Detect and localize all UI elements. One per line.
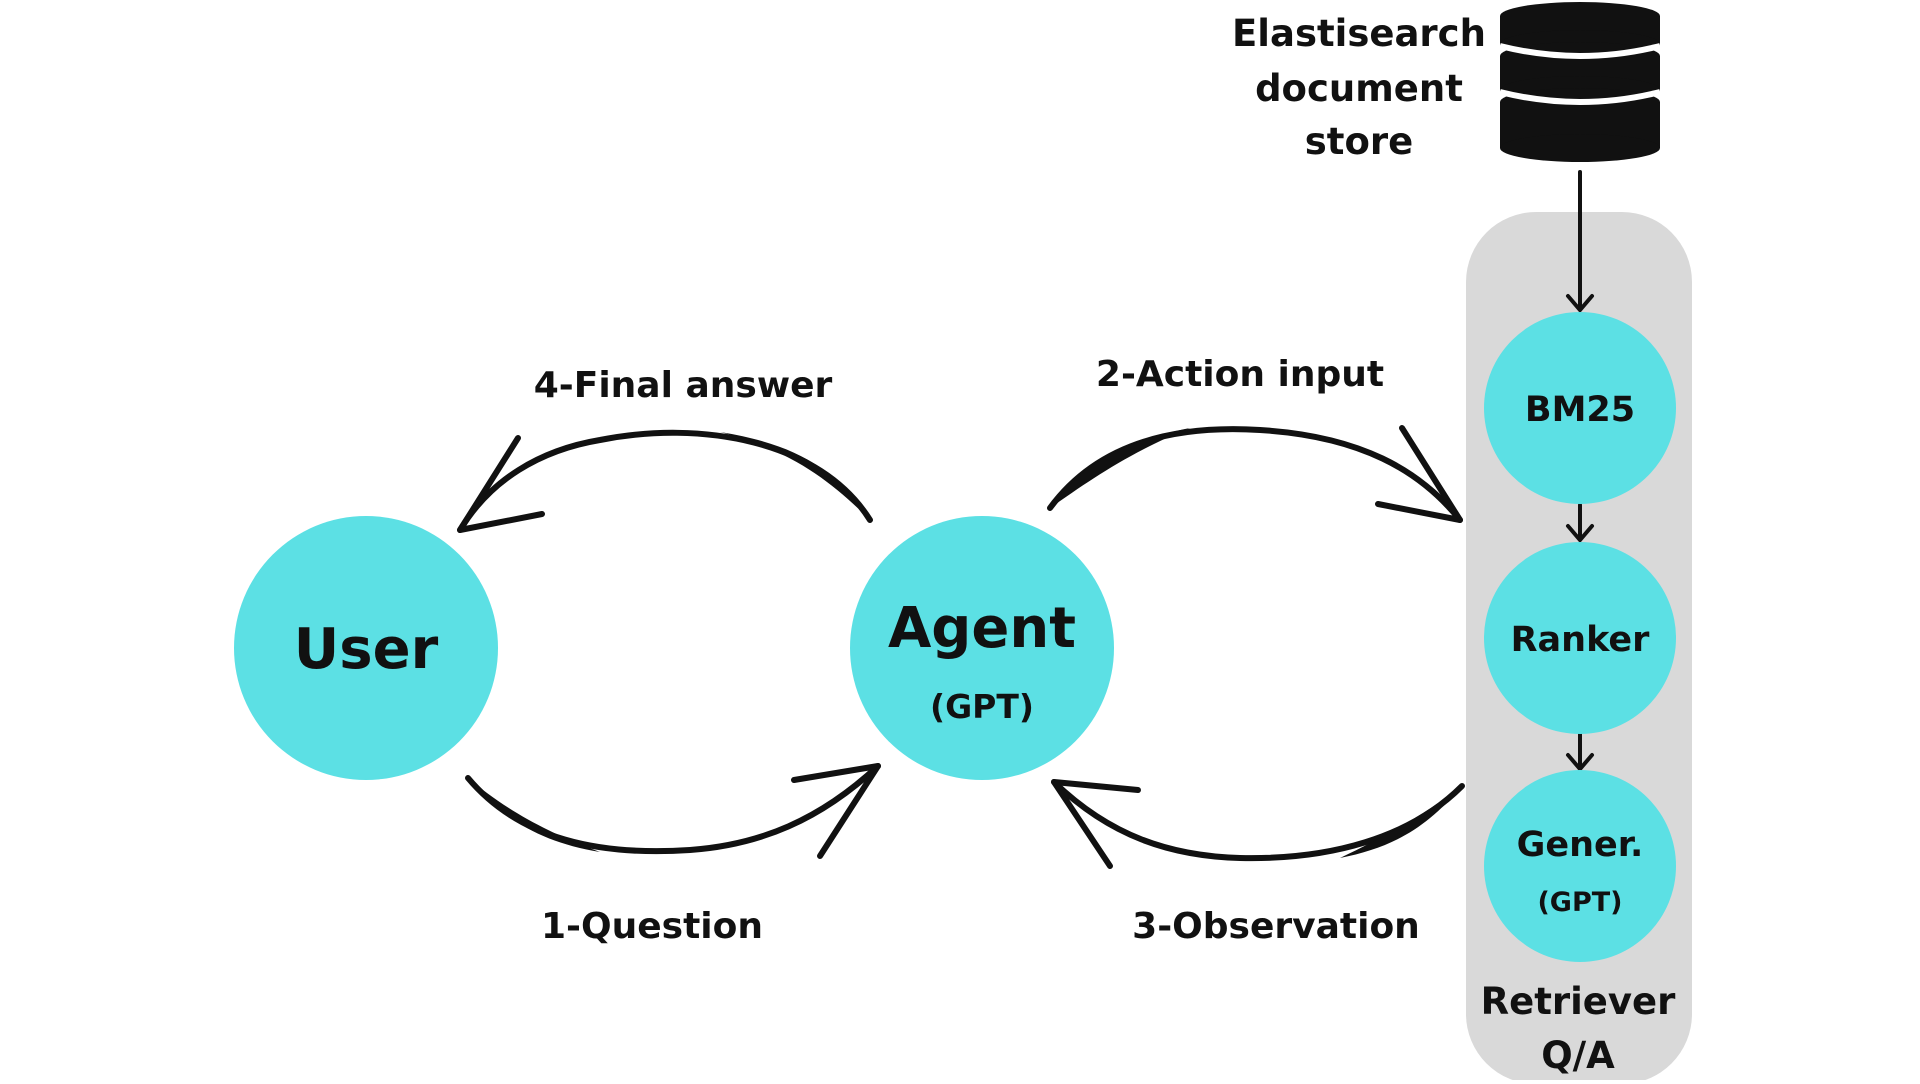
action-input-label: 2-Action input: [1096, 354, 1384, 395]
observation-label: 3-Observation: [1132, 906, 1420, 947]
arrow-observation: [1051, 779, 1465, 869]
arrow-action-input: [1047, 425, 1463, 523]
datastore-label-line-3: store: [1305, 120, 1413, 163]
question-label: 1-Question: [541, 906, 763, 947]
generator-node: [1484, 770, 1676, 962]
ranker-node: [1484, 542, 1676, 734]
agent-label: Agent: [888, 596, 1076, 661]
arrow-store-to-bm25: [1566, 170, 1594, 314]
user-label: User: [294, 617, 439, 682]
generator-label: Gener.: [1517, 825, 1644, 865]
generator-sublabel: (GPT): [1537, 887, 1622, 918]
arrow-bm25-to-ranker: [1566, 503, 1594, 544]
arrow-final-answer: [457, 429, 873, 533]
final-answer-label: 4-Final answer: [534, 365, 833, 406]
database-icon: [1499, 2, 1661, 162]
arrow-ranker-to-generator: [1566, 732, 1594, 773]
user-node: [234, 516, 498, 780]
agent-sublabel: (GPT): [930, 687, 1034, 726]
retriever-label-line-2: Q/A: [1541, 1034, 1615, 1077]
ranker-label: Ranker: [1511, 620, 1651, 660]
datastore-label-line-1: Elastisearch: [1232, 12, 1486, 55]
arrow-question: [465, 763, 881, 859]
bm25-node: [1484, 312, 1676, 504]
datastore-label-line-2: document: [1255, 67, 1463, 110]
retriever-label-line-1: Retriever: [1481, 980, 1677, 1023]
bm25-label: BM25: [1525, 390, 1635, 430]
agent-node: [850, 516, 1114, 780]
